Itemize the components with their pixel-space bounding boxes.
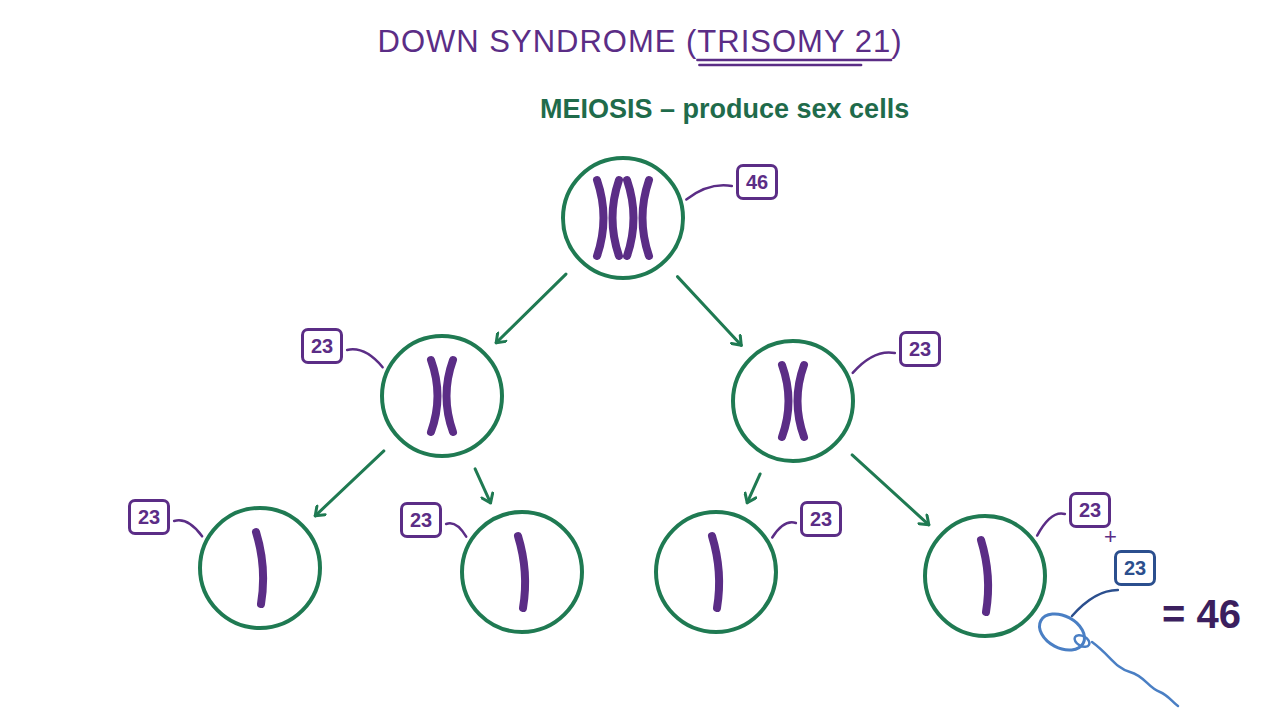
- arrow-connector: [315, 451, 384, 516]
- subtitle: MEIOSIS – produce sex cells: [540, 94, 909, 125]
- leader-line: [446, 523, 466, 536]
- chromosome: [782, 365, 804, 437]
- cell-outline: [923, 514, 1047, 638]
- arrow-connector: [852, 455, 929, 525]
- cell-circle: 23: [923, 514, 1047, 638]
- callout-number: 46: [736, 164, 778, 200]
- leader-line: [772, 522, 796, 537]
- leader-line: [174, 520, 202, 536]
- callout-number: 23: [899, 331, 941, 367]
- sperm-cell: 23: [1036, 614, 1088, 650]
- arrow-connector: [747, 474, 760, 503]
- cell-outline: [380, 334, 504, 458]
- cell-circle: 23: [198, 506, 322, 630]
- chromosome: [431, 360, 453, 432]
- cell-outline: [925, 516, 1045, 636]
- callout-number: 23: [1069, 492, 1111, 528]
- sum-result: = 46: [1162, 592, 1241, 637]
- cell-outline: [462, 512, 582, 632]
- arrow-connector: [475, 469, 490, 503]
- chromosome: [256, 532, 263, 604]
- chromosome: [627, 180, 649, 256]
- chromosome: [597, 180, 619, 256]
- cell-circle: 23: [731, 339, 855, 463]
- cell-circle: 23: [460, 510, 584, 634]
- cell-outline: [561, 156, 685, 280]
- leader-line: [1037, 513, 1065, 535]
- callout-number: 23: [128, 499, 170, 535]
- cell-outline: [656, 512, 776, 632]
- cell-outline: [460, 510, 584, 634]
- callout-number: 23: [400, 502, 442, 538]
- chromosome: [981, 540, 988, 612]
- sperm-tail: [1092, 642, 1178, 706]
- cell-outline: [654, 510, 778, 634]
- title-underline: [699, 64, 861, 67]
- sperm-head: [1033, 607, 1090, 658]
- callout-number: 23: [301, 328, 343, 364]
- cell-outline: [733, 341, 853, 461]
- diagram-title: DOWN SYNDROME (TRISOMY 21): [378, 24, 903, 60]
- cell-outline: [563, 158, 683, 278]
- title-underline: [697, 59, 891, 62]
- chromosome: [712, 536, 719, 608]
- callout-number: 23: [1114, 550, 1156, 586]
- sperm-head: [1036, 614, 1088, 650]
- sperm-midpiece: [1073, 633, 1092, 649]
- leader-line: [686, 185, 732, 199]
- callout-number: 23: [800, 501, 842, 537]
- cell-outline: [731, 339, 855, 463]
- cell-outline: [200, 508, 320, 628]
- plus-sign: +: [1104, 524, 1117, 550]
- arrow-connector: [677, 277, 741, 346]
- arrow-connector: [496, 274, 566, 343]
- cell-circle: 23: [380, 334, 504, 458]
- cell-outline: [382, 336, 502, 456]
- leader-line: [1072, 590, 1118, 616]
- leader-line: [347, 349, 382, 367]
- cell-outline: [198, 506, 322, 630]
- cell-circle: 23: [654, 510, 778, 634]
- chromosome: [518, 536, 525, 608]
- cell-circle: 46: [561, 156, 685, 280]
- leader-line: [853, 352, 895, 372]
